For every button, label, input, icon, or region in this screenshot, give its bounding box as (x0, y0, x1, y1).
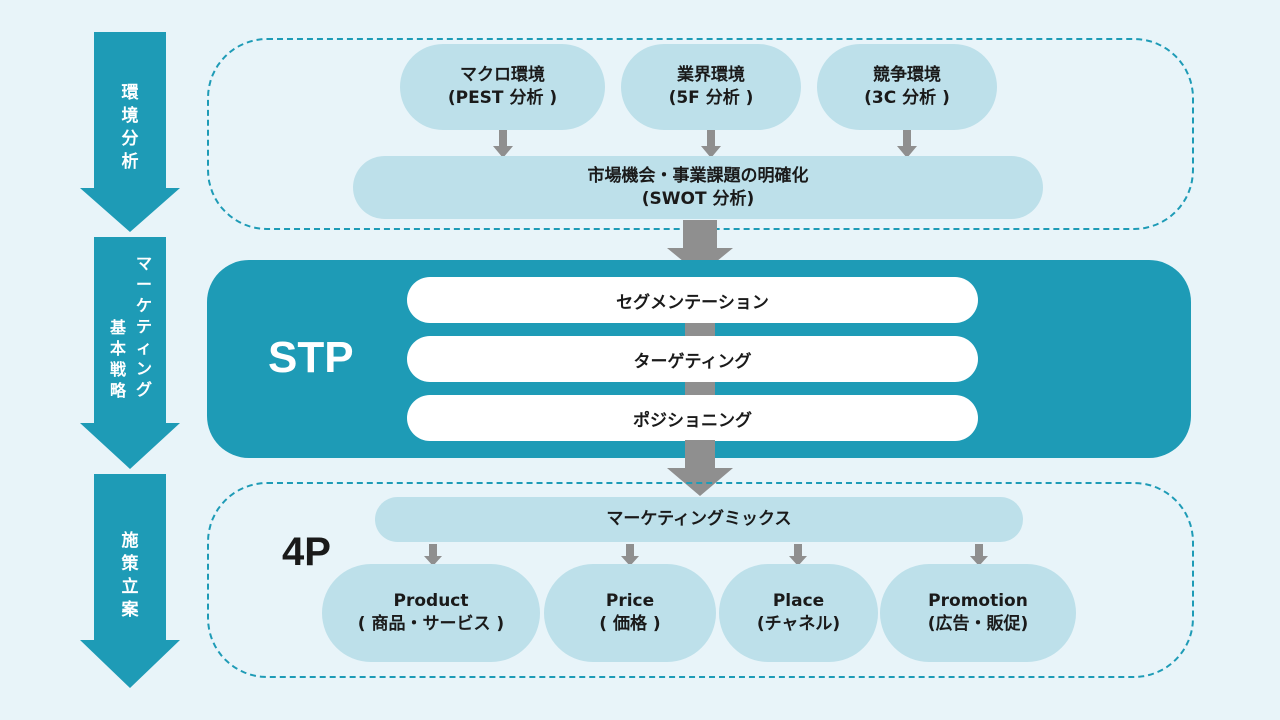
stp-segmentation: セグメンテーション (407, 277, 978, 323)
stp-targeting: ターゲティング (407, 336, 978, 382)
down-arrow-small (701, 130, 721, 158)
phase-arrow-marketing-strategy: マ ー ケ テ ィ ン グ 基 本 戦 略 (80, 237, 180, 469)
down-arrow-small (970, 544, 988, 566)
swot-analysis-box: 市場機会・事業課題の明確化 (SWOT 分析) (353, 156, 1043, 219)
industry-environment-box: 業界環境 (5F 分析 ) (621, 44, 801, 130)
four-p-label: 4P (282, 530, 331, 574)
down-arrow-small (897, 130, 917, 158)
phase-label-implementation: 施 策 立 案 (121, 531, 139, 620)
price-box: Price ( 価格 ) (544, 564, 716, 662)
phase-label-environment-analysis: 環 境 分 析 (121, 83, 139, 172)
phase-label-marketing-strategy: マ ー ケ テ ィ ン グ 基 本 戦 略 (80, 253, 180, 423)
stp-label: STP (268, 333, 354, 382)
down-arrow-small (621, 544, 639, 566)
product-box: Product ( 商品・サービス ) (322, 564, 540, 662)
vertical-text-basic-strategy: 基 本 戦 略 (109, 318, 126, 400)
phase-arrow-shape (80, 237, 180, 469)
marketing-mix-box: マーケティングミックス (375, 497, 1023, 542)
phase-arrow-implementation: 施 策 立 案 (80, 474, 180, 688)
place-box: Place (チャネル) (719, 564, 878, 662)
promotion-box: Promotion (広告・販促) (880, 564, 1076, 662)
four-p-frame (207, 482, 1194, 678)
down-arrow-small (424, 544, 442, 566)
phase-arrow-shape (80, 474, 180, 688)
down-arrow-small (789, 544, 807, 566)
vertical-text-marketing: マ ー ケ テ ィ ン グ (135, 254, 152, 399)
phase-arrow-environment-analysis: 環 境 分 析 (80, 32, 180, 232)
competitive-environment-box: 競争環境 (3C 分析 ) (817, 44, 997, 130)
down-arrow-small (493, 130, 513, 158)
phase-arrow-shape (80, 32, 180, 232)
stp-positioning: ポジショニング (407, 395, 978, 441)
macro-environment-box: マクロ環境 (PEST 分析 ) (400, 44, 605, 130)
